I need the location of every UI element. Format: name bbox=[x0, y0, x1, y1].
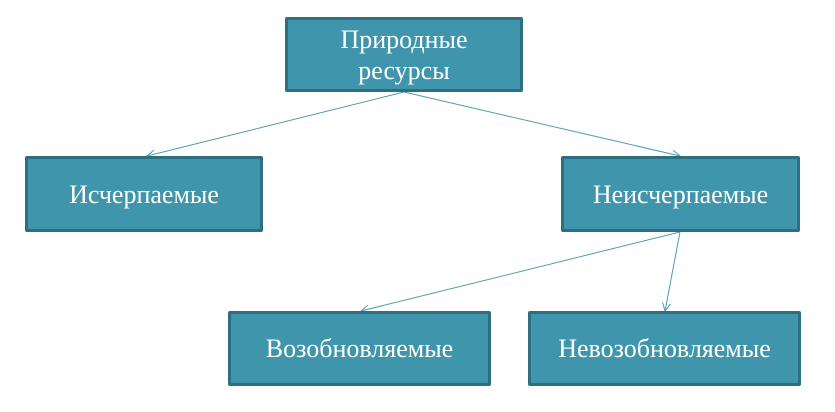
node-inexhaustible: Неисчерпаемые bbox=[561, 156, 800, 232]
node-label: Возобновляемые bbox=[265, 334, 454, 363]
node-label: Природные ресурсы bbox=[340, 24, 468, 85]
node-renewable: Возобновляемые bbox=[228, 311, 491, 386]
arrow-inexhaustible-to-renewable bbox=[361, 231, 681, 311]
arrow-root-to-inexhaustible bbox=[403, 91, 680, 156]
node-label: Невозобновляемые bbox=[558, 334, 771, 363]
node-exhaustible: Исчерпаемые bbox=[25, 156, 263, 232]
node-natural-resources: Природные ресурсы bbox=[285, 17, 523, 92]
node-label: Исчерпаемые bbox=[69, 179, 219, 209]
node-label: Неисчерпаемые bbox=[592, 179, 769, 209]
node-nonrenewable: Невозобновляемые bbox=[528, 311, 801, 386]
arrow-inexhaustible-to-nonrenewable bbox=[665, 231, 681, 311]
arrow-root-to-exhaustible bbox=[147, 91, 405, 156]
